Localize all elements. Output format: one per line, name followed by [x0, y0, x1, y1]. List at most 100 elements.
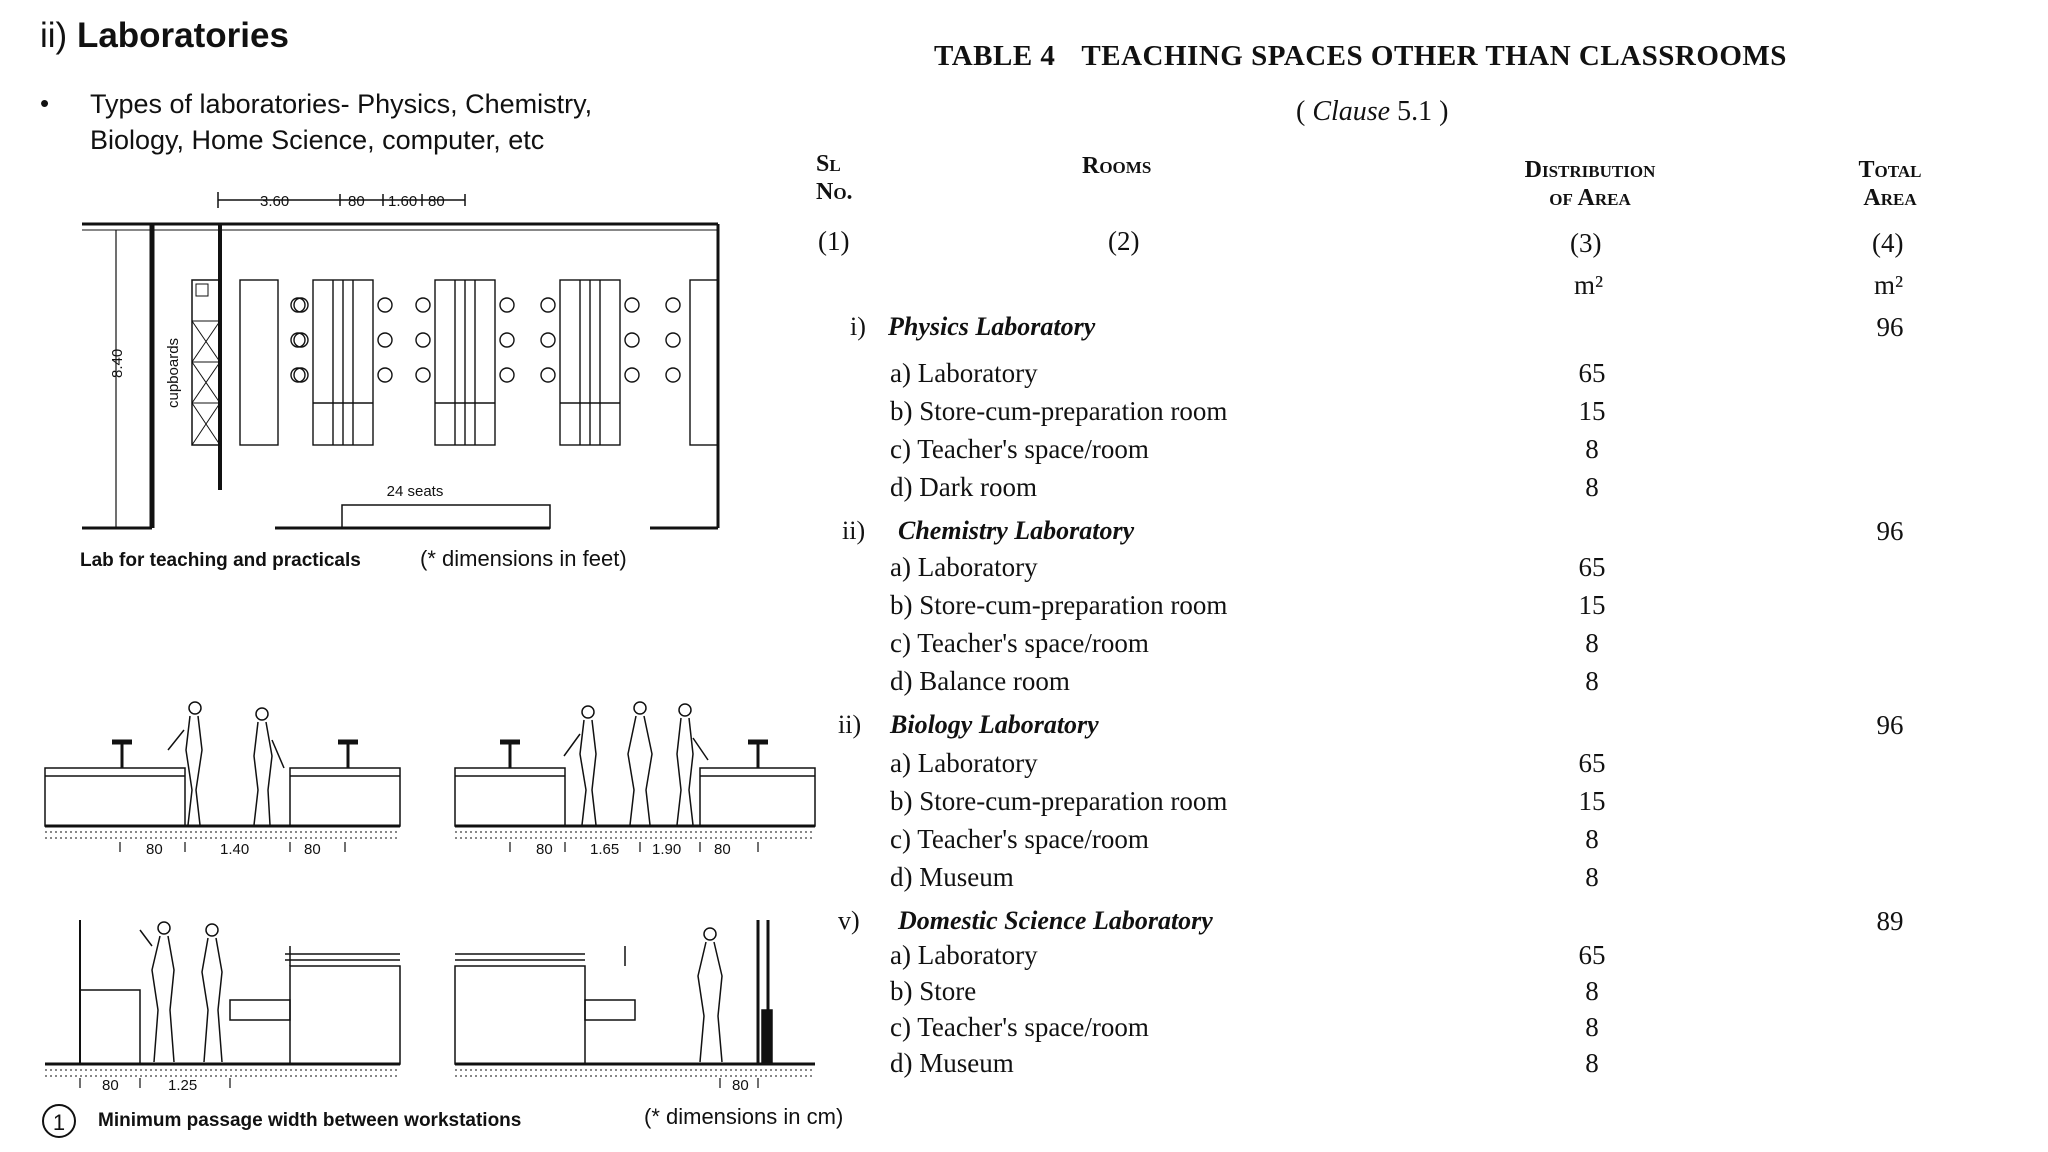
table-clause: ( Clause 5.1 ): [1296, 96, 1449, 127]
stool: [293, 297, 309, 313]
section-number: v): [838, 906, 860, 935]
room-label: b) Store: [890, 976, 977, 1006]
heading-prefix: ii): [40, 16, 77, 55]
stool: [293, 367, 309, 383]
room-label: a) Laboratory: [890, 748, 1038, 778]
table-label: TABLE 4: [934, 40, 1056, 72]
room-label: b) Store-cum-preparation room: [890, 590, 1228, 620]
passage-dim-d1: 80: [732, 1077, 749, 1090]
stool: [290, 367, 306, 383]
plan-dim-2: 80: [348, 193, 365, 210]
bullet-text: Types of laboratories- Physics, Chemistr…: [90, 89, 593, 155]
col-number-2: (2): [1108, 226, 1140, 256]
passage-dim-c2: 1.25: [168, 1077, 197, 1090]
room-area-value: 15: [1578, 786, 1606, 816]
room-area-value: 8: [1585, 472, 1599, 502]
passage-note: (* dimensions in cm): [644, 1104, 844, 1129]
stool: [377, 367, 393, 383]
room-label: d) Balance room: [890, 666, 1070, 696]
room-area-value: 8: [1585, 1048, 1599, 1078]
seats-label: 24 seats: [387, 483, 444, 500]
room-label: c) Teacher's space/room: [890, 628, 1149, 658]
room-area-value: 65: [1578, 748, 1606, 778]
clause-word: Clause: [1312, 96, 1391, 127]
col-number-3: (3): [1570, 228, 1602, 258]
person-figure-d1: [697, 927, 723, 1063]
stool: [415, 297, 431, 313]
room-area-value: 8: [1585, 666, 1599, 696]
person-figure-b1: [563, 705, 597, 826]
room-label: c) Teacher's space/room: [890, 1012, 1149, 1042]
room-label: a) Laboratory: [890, 552, 1038, 582]
stool: [665, 332, 681, 348]
room-label: d) Dark room: [890, 472, 1037, 502]
header-rooms: Rooms: [1082, 153, 1152, 179]
lab-plan-note: (* dimensions in feet): [420, 546, 627, 571]
room-area-value: 65: [1578, 552, 1606, 582]
room-area-value: 8: [1585, 976, 1599, 1006]
clause-ref: 5.1 ): [1397, 96, 1449, 127]
person-figure-a2: [253, 707, 285, 826]
section-total-area: 96: [1876, 516, 1904, 546]
room-label: a) Laboratory: [890, 358, 1038, 388]
stool: [377, 332, 393, 348]
section-total-area: 89: [1876, 906, 1904, 936]
stool: [540, 367, 556, 383]
unit-total: m²: [1874, 270, 1904, 300]
passage-dim-a3: 80: [304, 841, 321, 858]
room-area-value: 8: [1585, 1012, 1599, 1042]
plan-dim-4: 80: [428, 193, 445, 210]
room-area-value: 65: [1578, 358, 1606, 388]
room-label: c) Teacher's space/room: [890, 824, 1149, 854]
room-label: b) Store-cum-preparation room: [890, 786, 1228, 816]
heading-title: Laboratories: [76, 16, 289, 55]
room-area-value: 8: [1585, 824, 1599, 854]
stool: [540, 332, 556, 348]
stool: [377, 297, 393, 313]
lab-floor-plan: 3.60 80 1.60 80 8.40 cupboards 24 seats: [82, 192, 720, 530]
section-title: Physics Laboratory: [888, 312, 1096, 341]
section-number: i): [850, 312, 866, 341]
col-number-1: (1): [818, 226, 850, 256]
room-area-value: 15: [1578, 396, 1606, 426]
stool: [415, 332, 431, 348]
stool: [290, 297, 306, 313]
room-area-value: 8: [1585, 628, 1599, 658]
passage-dim-b3: 1.90: [652, 841, 681, 858]
room-label: a) Laboratory: [890, 940, 1038, 970]
section-title: Domestic Science Laboratory: [898, 906, 1213, 935]
lab-plan-caption: Lab for teaching and practicals: [80, 550, 361, 571]
figure-number-badge: 1: [42, 1104, 76, 1138]
stool: [624, 367, 640, 383]
plan-dim-1: 3.60: [260, 193, 289, 210]
room-label: d) Museum: [890, 862, 1014, 892]
stool: [499, 297, 515, 313]
room-area-value: 15: [1578, 590, 1606, 620]
stool: [499, 332, 515, 348]
room-area-value: 8: [1585, 434, 1599, 464]
section-title: Biology Laboratory: [890, 710, 1099, 739]
col-number-4: (4): [1872, 228, 1904, 258]
stool: [290, 332, 306, 348]
person-figure-b3: [676, 703, 709, 826]
passage-dim-a2: 1.40: [220, 841, 249, 858]
passage-width-figure: 80 1.40 80 80 1.65 1.90 80 80 1.25 80: [44, 701, 816, 1090]
person-figure-c2: [201, 923, 223, 1063]
stool: [540, 297, 556, 313]
unit-distribution: m²: [1574, 270, 1604, 300]
person-figure-b2: [627, 701, 653, 826]
table-title-text: TEACHING SPACES OTHER THAN CLASSROOMS: [1081, 40, 1787, 72]
passage-dim-a1: 80: [146, 841, 163, 858]
section-number: ii): [842, 516, 866, 545]
plan-dim-side: 8.40: [109, 349, 126, 378]
room-label: d) Museum: [890, 1048, 1014, 1078]
bullet-marker: •: [40, 88, 50, 118]
stool: [624, 332, 640, 348]
workbench-edge: [689, 279, 719, 446]
table-title: TABLE 4 TEACHING SPACES OTHER THAN CLASSR…: [934, 40, 1787, 73]
plan-dim-3: 1.60: [388, 193, 417, 210]
passage-caption: Minimum passage width between workstatio…: [98, 1110, 522, 1131]
passage-dim-b1: 80: [536, 841, 553, 858]
